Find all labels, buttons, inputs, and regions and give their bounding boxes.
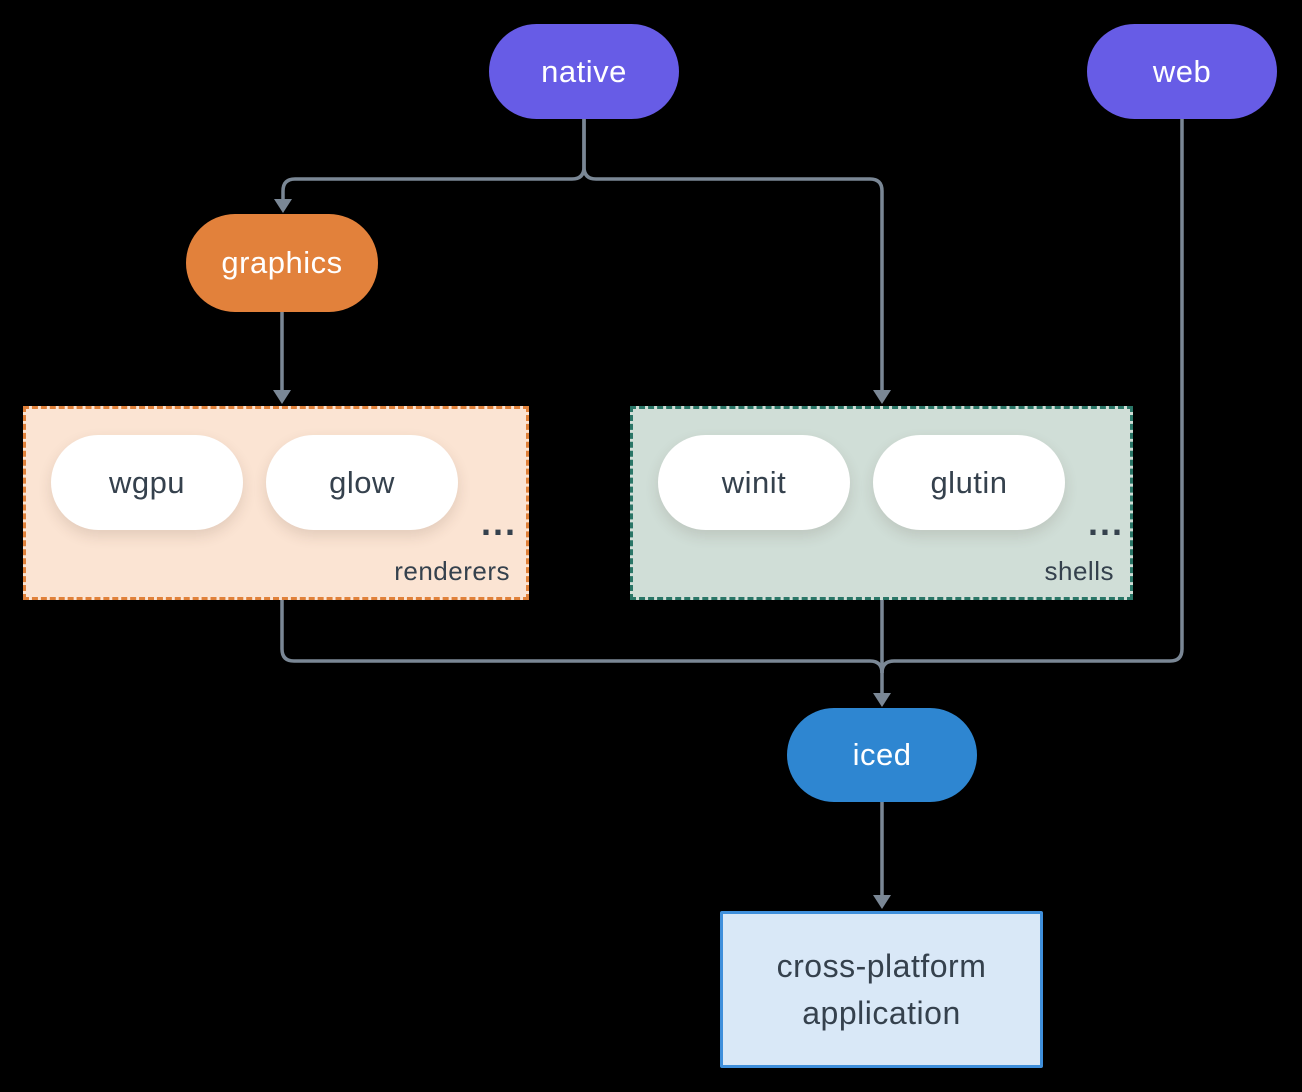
edge-native-graphics xyxy=(281,119,586,199)
node-graphics-label: graphics xyxy=(221,245,343,280)
shells-group-label: shells xyxy=(1044,556,1114,586)
node-web: web xyxy=(1087,24,1277,119)
node-glow-label: glow xyxy=(329,464,395,500)
node-glow: glow xyxy=(266,435,458,530)
node-glutin-label: glutin xyxy=(930,464,1008,500)
node-web-label: web xyxy=(1152,53,1212,89)
node-wgpu-label: wgpu xyxy=(108,464,186,500)
application-label-line2: application xyxy=(802,994,961,1031)
node-iced-label: iced xyxy=(852,737,912,772)
application-label-line1: cross-platform xyxy=(776,947,987,984)
node-iced: iced xyxy=(787,708,977,802)
node-cross-platform-application: cross-platform application xyxy=(720,911,1043,1068)
group-shells: winit glutin ... shells xyxy=(630,406,1133,600)
arrowhead-graphics xyxy=(274,199,292,213)
node-glutin: glutin xyxy=(873,435,1065,530)
node-native: native xyxy=(489,24,679,119)
group-renderers: wgpu glow ... renderers xyxy=(23,406,529,600)
shells-ellipsis: ... xyxy=(1088,502,1125,543)
node-graphics: graphics xyxy=(186,214,378,312)
edge-native-shells xyxy=(582,119,884,390)
arrowhead-shells xyxy=(873,390,891,404)
node-winit-label: winit xyxy=(721,464,787,500)
arrowhead-iced xyxy=(873,693,891,707)
edge-renderers-iced xyxy=(280,600,884,674)
arrowhead-renderers xyxy=(273,390,291,404)
node-native-label: native xyxy=(541,53,627,89)
arrowhead-application xyxy=(873,895,891,909)
node-winit: winit xyxy=(658,435,850,530)
renderers-ellipsis: ... xyxy=(481,502,518,543)
renderers-group-label: renderers xyxy=(394,556,510,586)
node-wgpu: wgpu xyxy=(51,435,243,530)
